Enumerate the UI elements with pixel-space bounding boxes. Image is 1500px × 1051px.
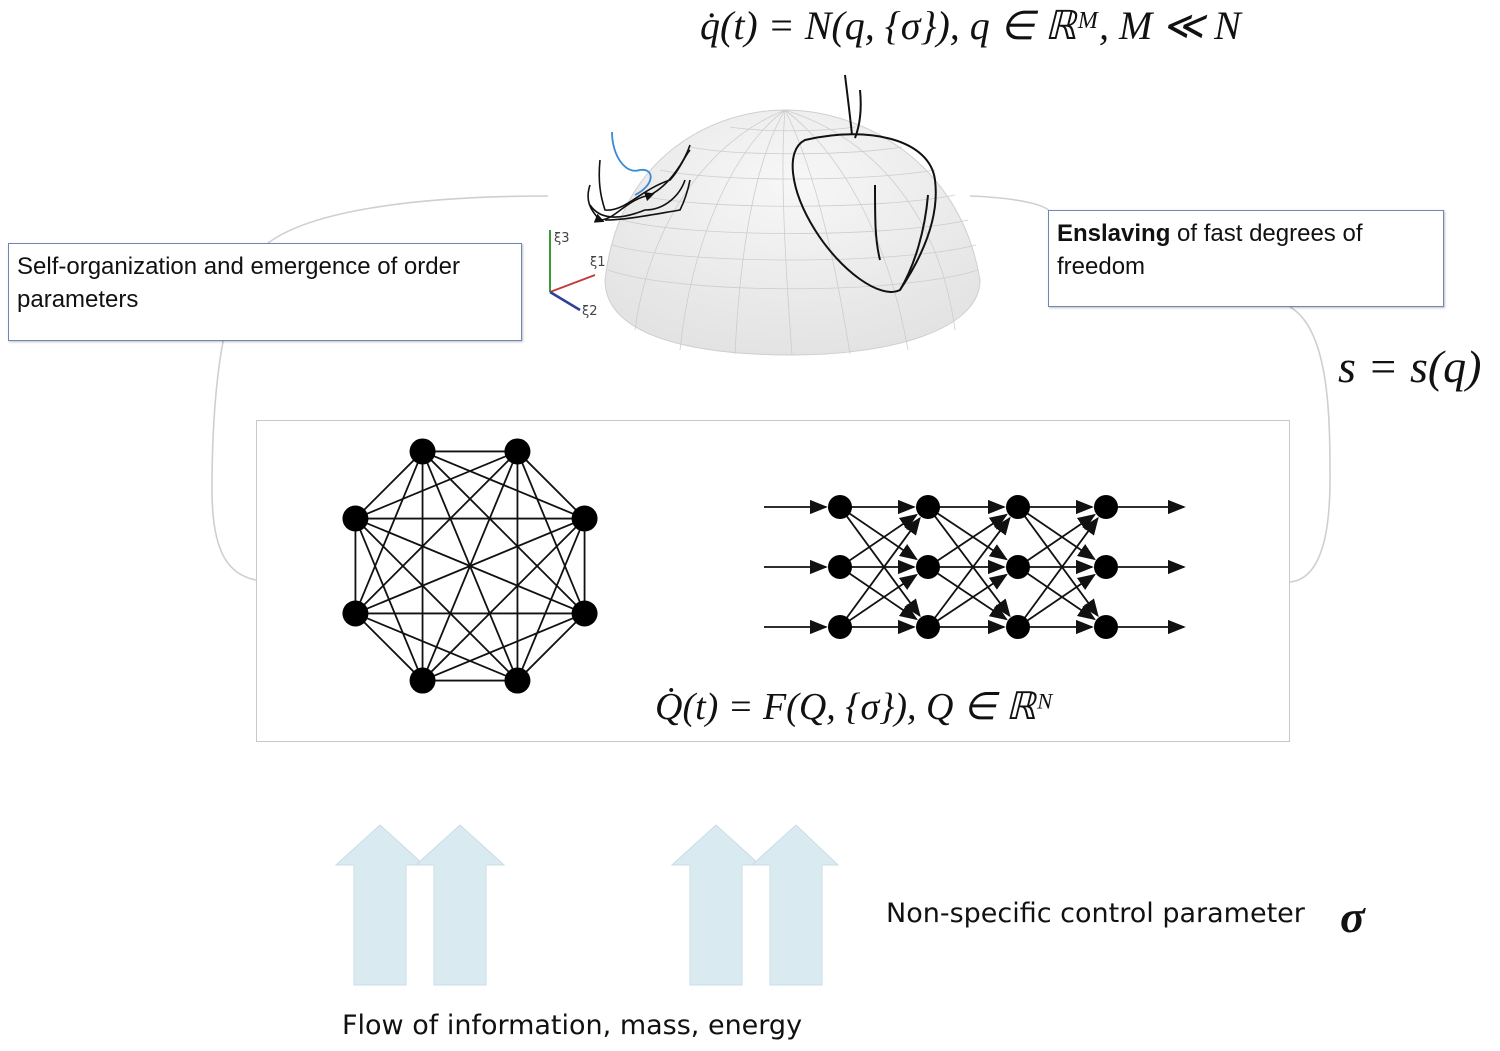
flow-caption: Flow of information, mass, energy — [342, 1010, 803, 1041]
sigma-symbol: σ — [1340, 891, 1365, 942]
self-organization-note: Self-organization and emergence of order… — [8, 243, 522, 341]
enslaving-text: of fast degrees of freedom — [1057, 220, 1363, 280]
layer-node — [1006, 555, 1030, 579]
graph-node — [571, 600, 598, 627]
flow-arrow-2 — [414, 824, 506, 986]
graph-node — [409, 438, 436, 465]
graph-node — [342, 505, 369, 532]
order-parameter-equation: q̇(t) = N(q, {σ}), q ∈ ℝᴹ, M ≪ N — [700, 3, 1241, 48]
layer-edge — [839, 516, 921, 628]
layer-node — [828, 495, 852, 519]
layer-node — [1094, 555, 1118, 579]
layer-node — [1094, 615, 1118, 639]
graph-node — [409, 667, 436, 694]
enslaving-note: Enslaving of fast degrees of freedom — [1048, 210, 1444, 307]
feedforward-network — [764, 495, 1186, 639]
layer-node — [916, 555, 940, 579]
enslaving-bold: Enslaving — [1057, 220, 1171, 247]
complete-graph — [342, 438, 598, 694]
graph-edge — [355, 612, 518, 682]
trajectory-blue — [611, 131, 652, 196]
layer-edge — [927, 506, 1011, 618]
graph-node — [504, 438, 531, 465]
layer-edge — [1017, 513, 1096, 568]
layer-edge — [1017, 566, 1096, 621]
limit-cycle — [791, 74, 937, 293]
graph-node — [342, 600, 369, 627]
microscopic-equation: Q̇(t) = F(Q, {σ}), Q ∈ ℝᴺ — [655, 686, 1054, 728]
graph-edge — [516, 612, 586, 682]
layer-edge — [927, 573, 1008, 628]
control-parameter-caption: Non-specific control parameter — [886, 898, 1305, 929]
order-parameter-sphere: ξ3 ξ1 ξ2 — [549, 74, 981, 356]
layer-edge — [839, 506, 921, 618]
graph-edge — [355, 517, 585, 615]
graph-edge — [354, 450, 519, 615]
slaving-equation: s = s(q) — [1338, 341, 1482, 392]
layer-edge — [927, 513, 1008, 568]
networks — [342, 438, 1186, 694]
layer-edge — [839, 513, 918, 568]
flow-arrows — [334, 824, 840, 986]
flow-arrow-3 — [670, 824, 762, 986]
flow-arrow-1 — [334, 824, 426, 986]
layer-edge — [839, 506, 918, 561]
graph-edge — [421, 450, 586, 615]
layer-edge — [927, 516, 1011, 628]
layer-edge — [1017, 516, 1099, 628]
layer-node — [1006, 495, 1030, 519]
graph-edge — [354, 517, 519, 682]
graph-edge — [354, 450, 424, 520]
layer-edge — [1017, 506, 1096, 561]
layer-edge — [1017, 506, 1099, 618]
layer-edge — [839, 566, 918, 621]
graph-edge — [421, 517, 586, 682]
axis-xi2-label: ξ2 — [582, 304, 598, 319]
layer-node — [916, 615, 940, 639]
layer-edge — [927, 566, 1008, 621]
layer-node — [916, 495, 940, 519]
trajectory-group-left — [587, 144, 691, 223]
axes-triad — [549, 230, 596, 312]
graph-edge — [354, 518, 424, 681]
graph-node — [504, 667, 531, 694]
graph-edge — [422, 612, 585, 682]
sphere-surface — [604, 109, 981, 356]
layer-edge — [927, 506, 1008, 561]
graph-edge — [354, 612, 424, 682]
layer-node — [828, 615, 852, 639]
layer-node — [828, 555, 852, 579]
graph-node — [571, 505, 598, 532]
self-organization-text: Self-organization and emergence of order… — [17, 253, 460, 313]
layer-node — [1006, 615, 1030, 639]
layer-node — [1094, 495, 1118, 519]
graph-edge — [516, 450, 586, 520]
layer-edge — [839, 573, 918, 628]
flow-arrow-4 — [750, 824, 840, 986]
graph-edge — [355, 450, 518, 520]
axis-xi3-label: ξ3 — [554, 231, 570, 246]
layer-edge — [1017, 573, 1096, 628]
loop-right-arc — [969, 195, 1331, 583]
axis-xi1-label: ξ1 — [590, 255, 606, 270]
